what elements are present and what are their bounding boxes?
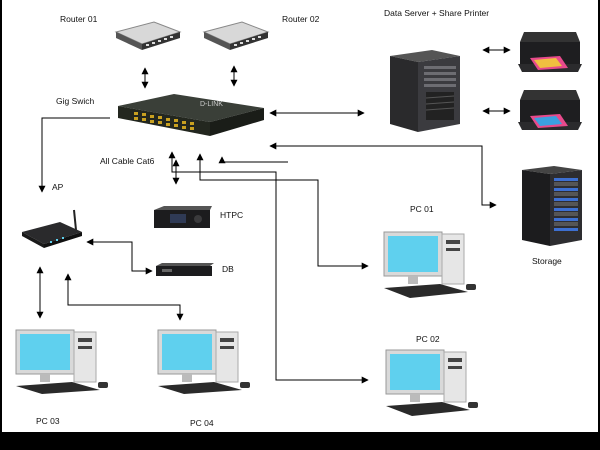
ap-db-link	[86, 238, 153, 275]
switch-brand-text: D-LINK	[200, 101, 223, 108]
db-label: DB	[222, 264, 234, 274]
ap-label: AP	[52, 182, 64, 192]
pc-01-label: PC 01	[410, 204, 434, 214]
server-storage-link	[269, 142, 497, 209]
pc-02-label: PC 02	[416, 334, 440, 344]
pc-01-icon	[383, 231, 476, 298]
network-diagram: Router 01 Router 02 D-LINK Gig Swich All…	[2, 0, 598, 432]
pc-04-icon	[157, 329, 250, 394]
gig-switch-label: Gig Swich	[56, 96, 95, 106]
pc-04-label: PC 04	[190, 418, 214, 428]
storage-label: Storage	[532, 256, 562, 266]
router-02-label: Router 02	[282, 14, 320, 24]
access-point-icon	[22, 209, 82, 248]
connection-lines	[36, 46, 511, 384]
gig-switch-icon: D-LINK	[118, 94, 264, 136]
htpc-icon	[154, 206, 212, 228]
all-cable-label: All Cable Cat6	[100, 156, 155, 166]
router-01-label: Router 01	[60, 14, 98, 24]
db-icon	[156, 263, 214, 276]
pc-02-icon	[385, 349, 478, 416]
storage-icon	[522, 166, 582, 246]
switch-storage-link	[218, 156, 288, 164]
data-server-icon	[390, 50, 460, 132]
pc-03-label: PC 03	[36, 416, 60, 426]
router-01-icon	[114, 21, 182, 50]
htpc-label: HTPC	[220, 210, 244, 220]
ap-pc04-link	[64, 273, 184, 321]
router-02-icon	[202, 21, 270, 50]
printer-1-icon	[518, 32, 582, 72]
switch-ap-link	[38, 117, 110, 193]
printer-2-icon	[518, 90, 582, 130]
data-server-label: Data Server + Share Printer	[384, 8, 490, 18]
pc-03-icon	[15, 329, 108, 394]
